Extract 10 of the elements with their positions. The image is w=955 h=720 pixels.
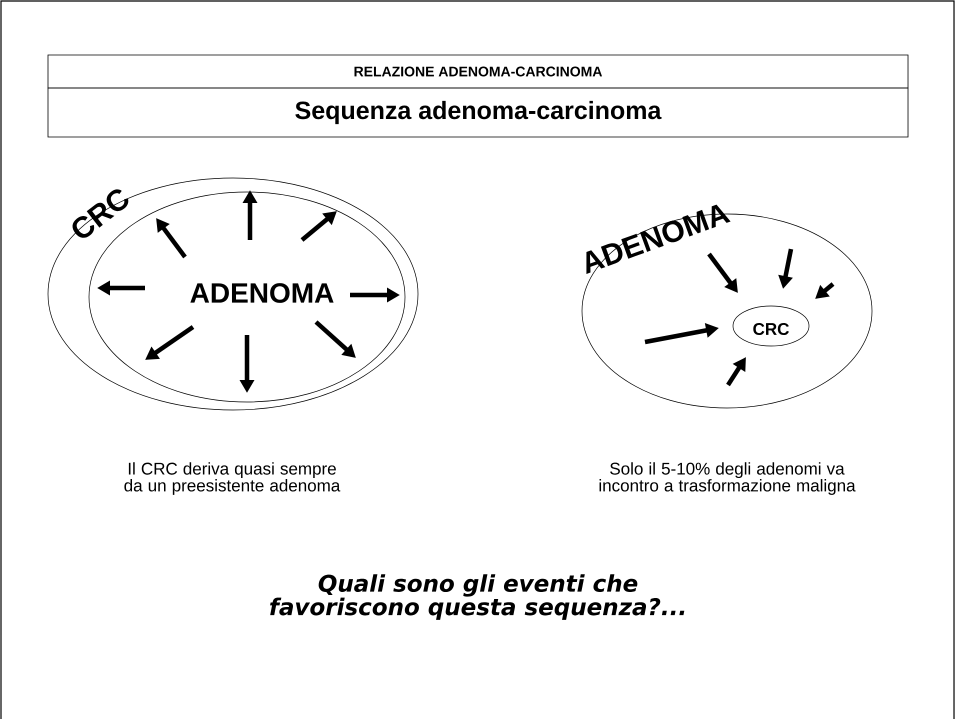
caption-text: Solo il 5-10% degli adenomi va incontro a trasformazione maligna [600,462,856,495]
outer-ellipse [48,178,418,410]
ellipse-label: CRC [753,322,789,336]
heading-box: RELAZIONE ADENOMA-CARCINOMA [48,54,908,88]
ellipse-label: CRC [72,189,128,238]
caption-text: Il CRC deriva quasi sempre da un preesistente adenoma [124,462,340,495]
small-ellipse [732,306,810,346]
question-text: Quali sono gli eventi che favoriscono questa sequenza?... [270,574,684,620]
ellipse-label: ADENOMA [190,283,334,303]
heading-box: Sequenza adenoma-carcinoma [48,88,908,138]
